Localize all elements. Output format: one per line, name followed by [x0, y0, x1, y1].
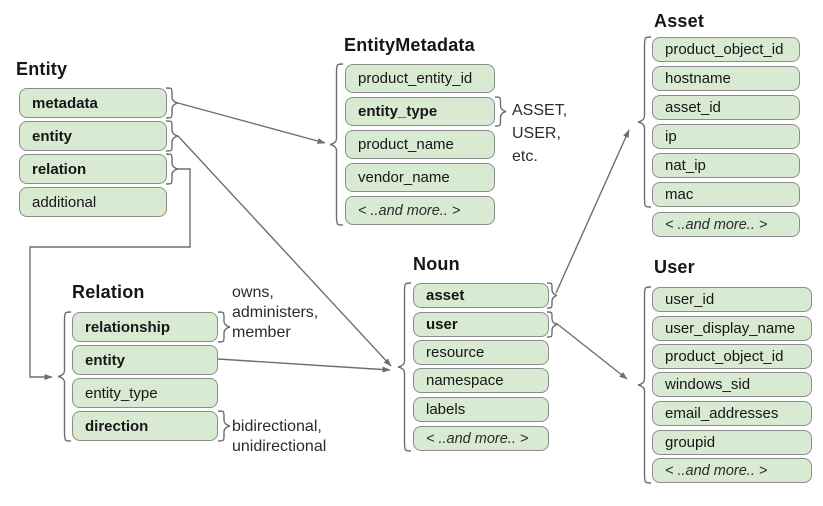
brace-entitymetadata-left	[329, 63, 344, 226]
asset-box-title: Asset	[654, 11, 705, 31]
asset-field-nat-ip: nat_ip	[652, 153, 800, 178]
user-field-product-object-id: product_object_id	[652, 344, 812, 369]
user-field-user-display-name: user_display_name	[652, 316, 812, 341]
brace-noun-left	[397, 282, 412, 452]
entity-field-relation: relation	[19, 154, 167, 184]
user-box-title: User	[654, 257, 695, 277]
entity-type-values-note: ASSET, USER, etc.	[512, 99, 567, 168]
note-line: USER,	[512, 125, 561, 142]
brace-noun-asset	[546, 282, 558, 309]
entity-field-entity: entity	[19, 121, 167, 151]
note-line: administers,	[232, 304, 319, 321]
note-line: bidirectional,	[232, 418, 322, 435]
relationship-values-note: owns, administers, member	[232, 283, 318, 343]
brace-entity-entity	[165, 120, 179, 152]
brace-entity-metadata	[165, 87, 179, 119]
user-field-windows-sid: windows_sid	[652, 372, 812, 397]
arrow-relation-entity-to-noun	[217, 358, 391, 373]
note-line: ASSET,	[512, 102, 568, 119]
noun-field-user: user	[413, 312, 549, 337]
asset-field-mac: mac	[652, 182, 800, 207]
user-field-user-id: user_id	[652, 287, 812, 312]
arrow-noun-user-to-user	[555, 322, 628, 380]
relation-field-relationship: relationship	[72, 312, 218, 342]
entity-field-additional: additional	[19, 187, 167, 217]
noun-field-asset: asset	[413, 283, 549, 308]
note-line: member	[232, 324, 291, 341]
brace-relation-direction	[217, 410, 231, 442]
relation-box-title: Relation	[72, 282, 145, 302]
noun-field-labels: labels	[413, 397, 549, 422]
entitymetadata-field-entity-type: entity_type	[345, 97, 495, 126]
relation-field-entity-type: entity_type	[72, 378, 218, 408]
entitymetadata-field-product-name: product_name	[345, 130, 495, 159]
brace-relation-left	[57, 311, 72, 442]
entity-field-metadata: metadata	[19, 88, 167, 118]
asset-field-and-more: < ..and more.. >	[652, 212, 800, 237]
brace-relation-relationship	[217, 311, 231, 343]
brace-entitymetadata-entity-type	[494, 96, 507, 127]
entitymetadata-field-product-entity-id: product_entity_id	[345, 64, 495, 93]
direction-values-note: bidirectional, unidirectional	[232, 417, 326, 457]
entitymetadata-field-and-more: < ..and more.. >	[345, 196, 495, 225]
asset-field-asset-id: asset_id	[652, 95, 800, 120]
user-field-email-addresses: email_addresses	[652, 401, 812, 426]
relation-field-entity: entity	[72, 345, 218, 375]
arrow-entity-entity-to-noun	[177, 135, 392, 367]
user-field-groupid: groupid	[652, 430, 812, 455]
noun-field-resource: resource	[413, 340, 549, 365]
note-line: unidirectional	[232, 438, 327, 455]
entitymetadata-box-title: EntityMetadata	[344, 35, 475, 55]
asset-field-ip: ip	[652, 124, 800, 149]
noun-field-namespace: namespace	[413, 368, 549, 393]
arrow-entity-metadata-to-entitymetadata	[177, 102, 326, 144]
brace-asset-left	[637, 36, 652, 208]
entitymetadata-field-vendor-name: vendor_name	[345, 163, 495, 192]
entity-box-title: Entity	[16, 59, 68, 79]
note-line: owns,	[232, 284, 274, 301]
asset-field-product-object-id: product_object_id	[652, 37, 800, 62]
arrow-noun-asset-to-asset	[555, 129, 630, 294]
noun-box-title: Noun	[413, 254, 460, 274]
user-field-and-more: < ..and more.. >	[652, 458, 812, 483]
asset-field-hostname: hostname	[652, 66, 800, 91]
noun-field-and-more: < ..and more.. >	[413, 426, 549, 451]
brace-entity-relation	[165, 153, 179, 185]
relation-field-direction: direction	[72, 411, 218, 441]
note-line: etc.	[512, 148, 538, 165]
brace-user-left	[637, 286, 652, 484]
arrow-entity-relation-to-relation	[29, 168, 191, 380]
